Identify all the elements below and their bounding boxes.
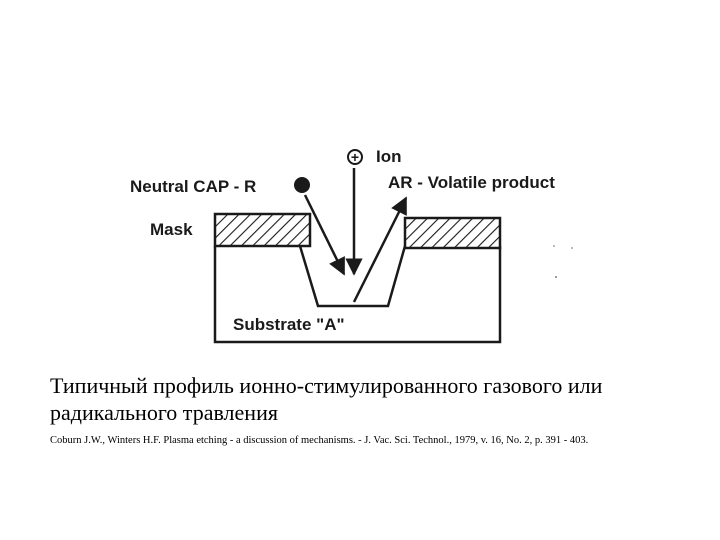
ion-sign: + <box>351 149 359 165</box>
product-arrow <box>352 196 408 303</box>
product-label: AR - Volatile product <box>388 173 555 192</box>
reference-citation: Coburn J.W., Winters H.F. Plasma etching… <box>50 435 589 446</box>
mask-label: Mask <box>150 220 193 239</box>
neutral-arrow <box>303 194 346 276</box>
substrate-label: Substrate "A" <box>233 315 345 334</box>
etching-diagram: + Ion Neutral CAP - R AR - Volatile prod… <box>130 147 573 344</box>
speck <box>555 276 557 278</box>
ion-icon <box>347 149 363 165</box>
mask-left <box>213 212 312 248</box>
mask-right <box>403 216 502 250</box>
speck <box>553 245 555 247</box>
caption-title: Типичный профиль ионно-стимулированного … <box>50 373 603 425</box>
substrate-outline <box>213 246 502 344</box>
speck <box>571 247 573 249</box>
ion-label: Ion <box>376 147 402 166</box>
neutral-label: Neutral CAP - R <box>130 177 256 196</box>
etched-trench <box>298 245 407 308</box>
neutral-particle-dot <box>294 177 310 193</box>
